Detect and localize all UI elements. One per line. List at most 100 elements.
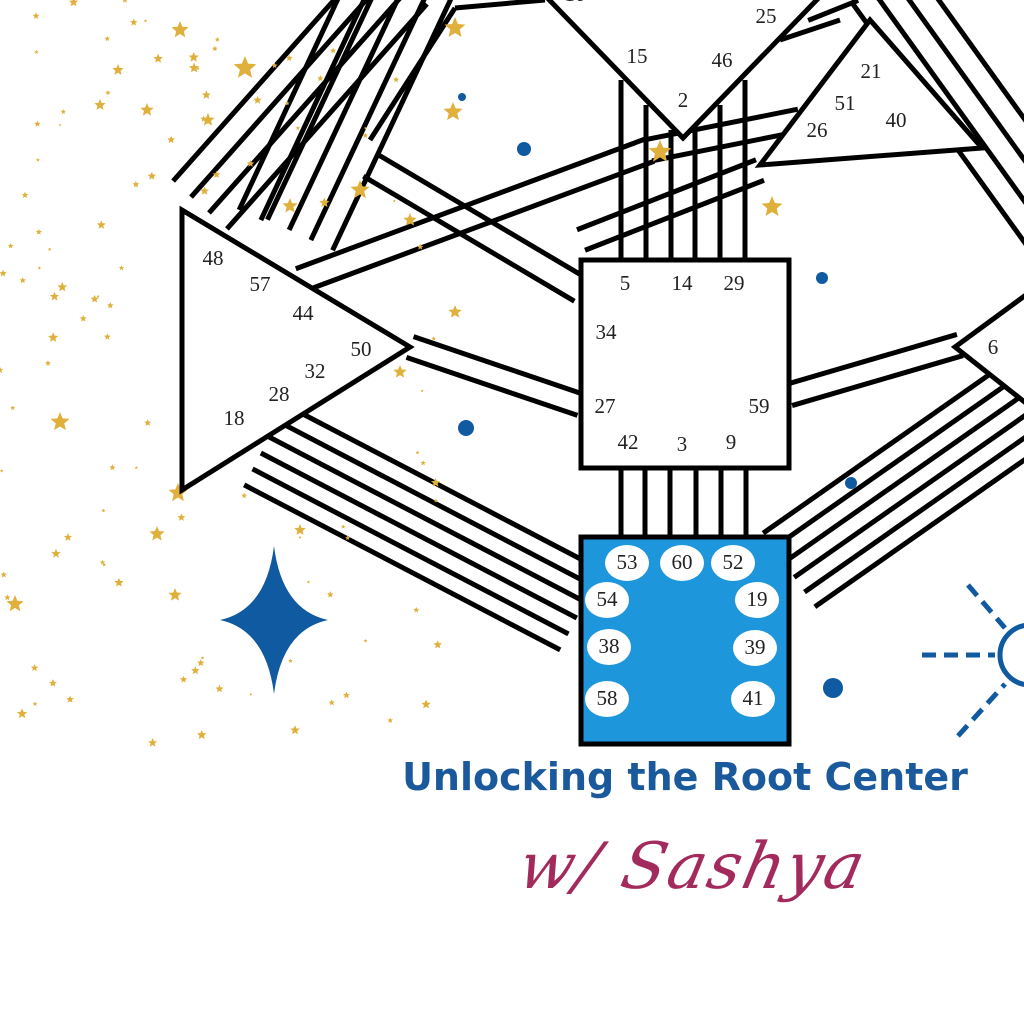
channel-line: [876, 0, 1024, 205]
gate-label: 25: [756, 4, 777, 28]
gold-star-icon: [350, 180, 370, 199]
gold-star-icon: [200, 656, 205, 660]
gold-star-icon: [271, 62, 278, 69]
gold-star-icon: [105, 89, 111, 96]
channel-line: [265, 0, 374, 221]
gold-star-icon: [35, 228, 42, 235]
gold-star-icon: [101, 508, 106, 513]
gate-label: 15: [627, 44, 648, 68]
gold-star-icon: [212, 170, 221, 178]
gold-star-icon: [148, 738, 158, 747]
gold-star-icon: [249, 692, 253, 696]
gold-star-icon: [58, 123, 62, 127]
gold-star-icon: [79, 314, 87, 322]
gold-star-icon: [420, 460, 426, 466]
channel-line: [268, 434, 587, 605]
gate-bubble: [731, 681, 775, 717]
gate-label: 10: [565, 0, 586, 6]
gold-star-icon: [317, 75, 324, 82]
channel-line: [362, 174, 576, 304]
gold-star-icon: [118, 265, 125, 271]
gold-star-icon: [0, 468, 4, 473]
signature: w/ Sashya: [512, 830, 873, 904]
channel-line: [454, 0, 546, 11]
gold-star-icon: [19, 277, 26, 284]
gold-star-icon: [433, 498, 438, 503]
gold-star-icon: [363, 126, 368, 130]
gold-star-icon: [167, 135, 176, 144]
gold-star-icon: [430, 477, 441, 487]
solar-plexus-center: 6: [950, 293, 1024, 405]
gold-star-icon: [326, 591, 334, 598]
gate-label: 48: [203, 246, 224, 270]
gold-star-icon: [168, 588, 182, 601]
gold-star-icon: [4, 594, 11, 601]
channel-line: [906, 0, 1024, 164]
channel-line: [189, 0, 370, 199]
channel-line: [651, 128, 803, 164]
gold-star-icon: [342, 691, 350, 699]
gold-star-icon: [215, 684, 224, 693]
gate-label: 27: [595, 394, 616, 418]
gold-star-icon: [140, 103, 154, 116]
gate-label: 38: [599, 634, 620, 658]
gate-label: 50: [351, 337, 372, 361]
gold-star-icon: [68, 0, 79, 7]
channel-line: [303, 158, 656, 294]
gold-star-icon: [233, 56, 257, 78]
gate-label: 46: [712, 48, 733, 72]
gate-label: 40: [886, 108, 907, 132]
channel-line: [236, 0, 341, 211]
gold-star-icon: [7, 243, 14, 249]
gold-star-icon: [294, 524, 306, 535]
gate-label: 9: [726, 430, 737, 454]
gold-star-icon: [431, 336, 436, 341]
gate-label: 18: [224, 406, 245, 430]
gold-star-icon: [109, 464, 116, 471]
gold-star-icon: [761, 196, 783, 216]
g-center: 10 25 15 46 2: [545, 0, 821, 142]
gold-star-icon: [246, 159, 255, 167]
gold-star-icon: [134, 466, 138, 470]
gold-star-icon: [63, 533, 73, 541]
gold-star-icon: [153, 53, 163, 63]
channel-line: [803, 435, 1024, 595]
ego-center: 21 51 26 40: [754, 16, 988, 168]
channel-line: [792, 413, 1024, 580]
gold-star-icon: [285, 54, 293, 62]
channel-line: [284, 402, 603, 573]
channel-line: [294, 136, 647, 272]
gate-bubble: [711, 545, 755, 581]
gold-star-icon: [387, 717, 394, 723]
gate-label: 39: [745, 635, 766, 659]
gate-bubble: [660, 545, 704, 581]
gold-star-icon: [144, 419, 152, 426]
gold-star-icon: [147, 171, 157, 180]
page-title: Unlocking the Root Center: [402, 755, 968, 799]
gold-star-icon: [201, 113, 215, 126]
gold-star-icon: [51, 548, 61, 558]
channel-line: [367, 6, 458, 142]
gold-star-icon: [298, 535, 302, 539]
gold-star-icon: [6, 595, 24, 612]
gold-star-icon: [284, 100, 290, 106]
channel-line: [779, 17, 841, 43]
gate-label: 2: [678, 88, 689, 112]
gold-star-icon: [0, 571, 7, 578]
gate-label: 44: [293, 301, 315, 325]
gold-star-icon: [37, 266, 42, 270]
channel-line: [308, 0, 427, 242]
gold-star-icon: [112, 64, 124, 75]
gold-star-icon: [328, 699, 335, 706]
gold-star-icon: [168, 483, 188, 502]
gold-star-icon: [21, 191, 29, 198]
gold-star-icon: [102, 562, 107, 567]
gate-label: 28: [269, 382, 290, 406]
gate-label: 41: [743, 686, 764, 710]
gold-star-icon: [34, 120, 41, 127]
channel-line: [276, 418, 595, 589]
channel-line: [791, 353, 964, 408]
channel-line: [785, 332, 958, 387]
gold-star-icon: [191, 666, 200, 675]
